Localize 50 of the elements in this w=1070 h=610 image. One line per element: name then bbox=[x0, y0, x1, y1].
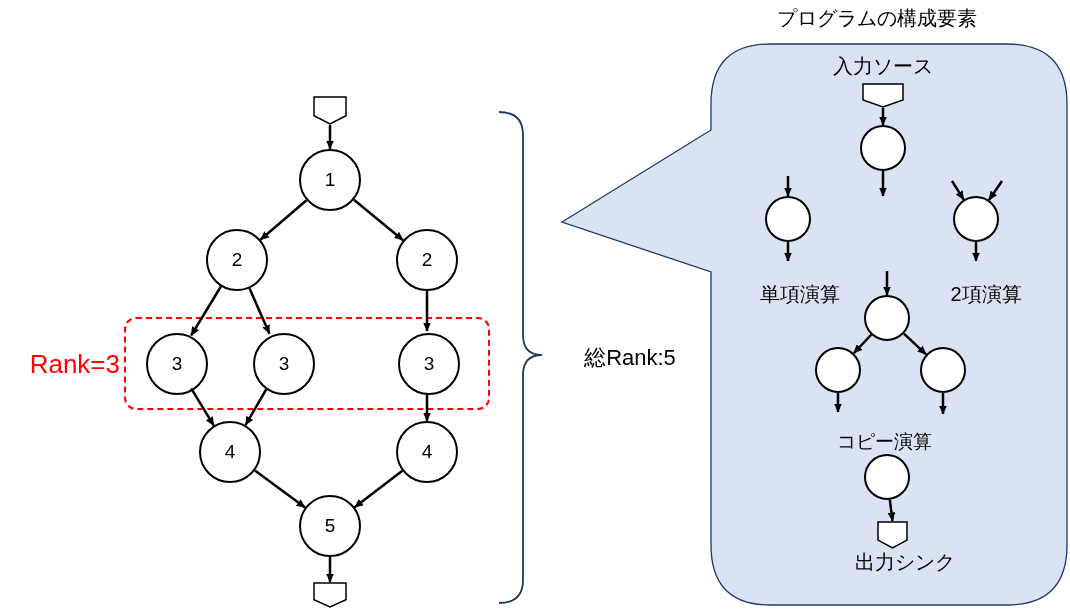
arrow bbox=[326, 557, 334, 583]
arrow bbox=[353, 469, 404, 509]
port-caption: 出力シンク bbox=[855, 549, 955, 575]
operation-caption: 単項演算 bbox=[760, 281, 840, 307]
rank-number: 3 bbox=[171, 353, 183, 375]
arrow bbox=[244, 388, 268, 426]
port-caption: 入力ソース bbox=[833, 53, 933, 79]
total-rank-label: 総Rank:5 bbox=[584, 344, 676, 372]
io-port-pentagon bbox=[313, 96, 347, 125]
arrow bbox=[987, 180, 1004, 201]
arrow bbox=[190, 285, 222, 337]
arrow bbox=[353, 198, 404, 242]
arrow bbox=[423, 291, 431, 332]
arrow bbox=[784, 176, 792, 197]
rank-node-circle bbox=[396, 229, 458, 291]
arrow bbox=[887, 499, 896, 522]
arrow bbox=[190, 387, 215, 427]
arrow bbox=[939, 393, 947, 415]
arrow bbox=[248, 287, 271, 335]
arrow bbox=[834, 393, 842, 413]
arrow bbox=[883, 271, 891, 296]
arrow bbox=[326, 125, 334, 150]
arrow bbox=[950, 180, 965, 201]
panel-heading: プログラムの構成要素 bbox=[777, 6, 977, 31]
arrow bbox=[254, 469, 306, 509]
arrow bbox=[852, 333, 873, 355]
arrow bbox=[879, 108, 887, 126]
rank-number: 5 bbox=[324, 515, 336, 537]
rank-node-circle bbox=[299, 149, 361, 211]
arrow bbox=[879, 171, 887, 197]
arrow bbox=[972, 242, 980, 262]
arrow bbox=[259, 199, 308, 241]
rank-number: 3 bbox=[278, 353, 290, 375]
arrow bbox=[423, 393, 431, 422]
arrow bbox=[784, 242, 792, 262]
rank-number: 1 bbox=[324, 169, 336, 191]
rank-number: 4 bbox=[421, 441, 433, 463]
group-label: Rank=3 bbox=[29, 348, 120, 379]
rank-node-circle bbox=[299, 495, 361, 557]
arrow bbox=[903, 332, 927, 356]
rank-number: 3 bbox=[423, 353, 435, 375]
rank-number: 2 bbox=[231, 249, 243, 271]
rank-node-circle bbox=[253, 333, 315, 395]
rank-node-circle bbox=[199, 421, 261, 483]
operation-caption: コピー演算 bbox=[836, 430, 932, 454]
io-port-pentagon bbox=[313, 582, 347, 608]
rank-number: 2 bbox=[421, 249, 433, 271]
rank-number: 4 bbox=[224, 441, 236, 463]
rank-node-circle bbox=[206, 229, 268, 291]
operation-caption: 2項演算 bbox=[950, 281, 1022, 307]
